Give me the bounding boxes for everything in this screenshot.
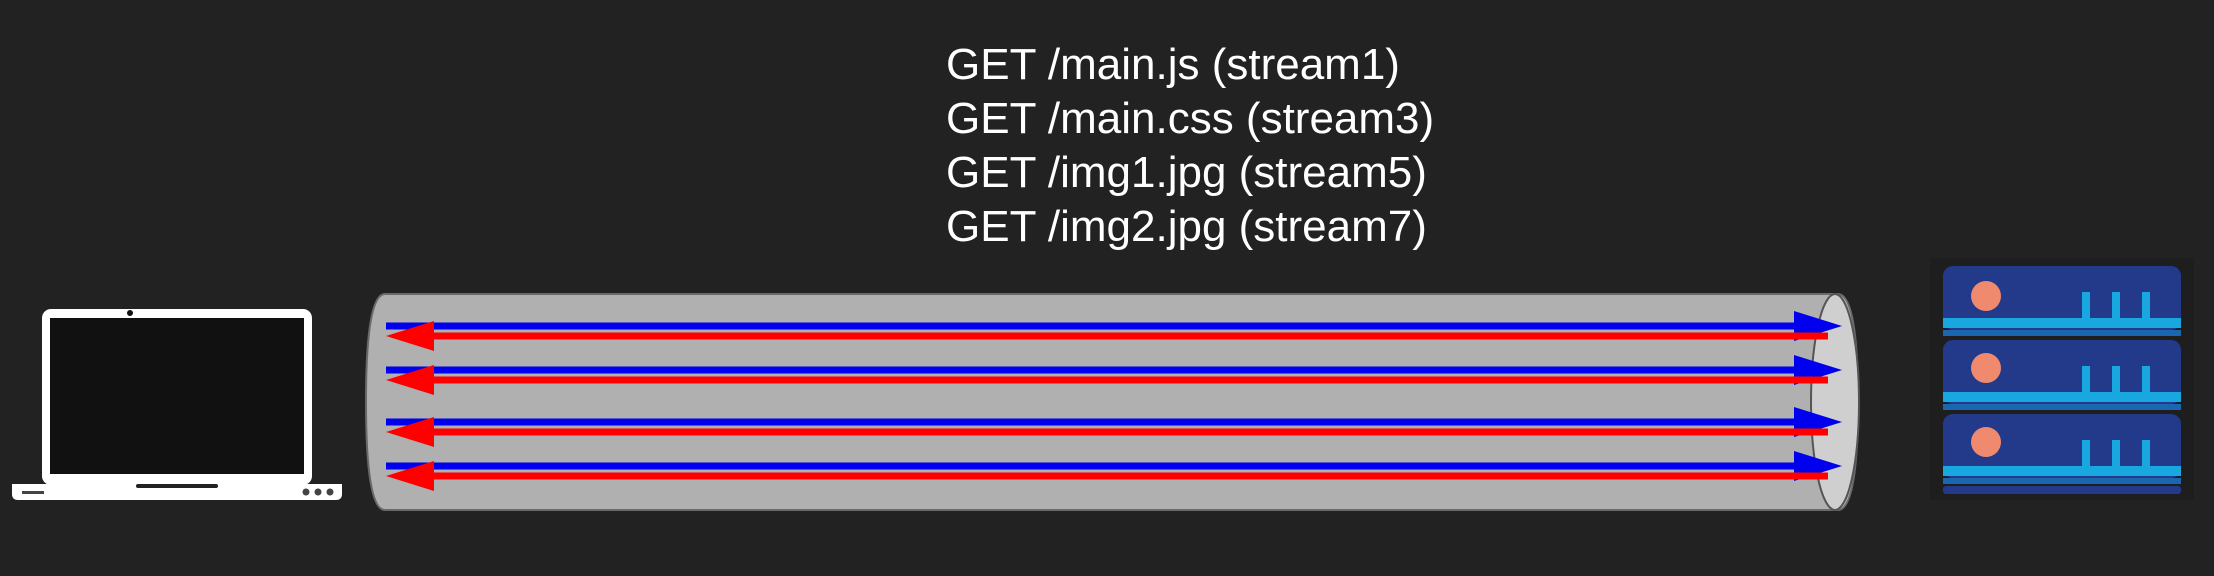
connection-pipe: [364, 293, 1860, 511]
request-line: GET /main.css (stream3): [946, 94, 1435, 143]
response-arrow-head: [386, 461, 434, 491]
response-arrow-head: [386, 365, 434, 395]
response-arrow-head: [386, 321, 434, 351]
server-unit: [1943, 340, 2181, 410]
response-arrow-head: [386, 417, 434, 447]
server-rack-icon: [1930, 258, 2194, 500]
pipe-end-cap: [1810, 293, 1860, 511]
request-list: GET /main.js (stream1) GET /main.css (st…: [946, 38, 1434, 254]
stream-arrows: [386, 311, 1842, 491]
request-line: GET /img2.jpg (stream7): [946, 202, 1427, 251]
server-unit: [1943, 266, 2181, 336]
request-line: GET /main.js (stream1): [946, 40, 1400, 89]
server-unit: [1943, 414, 2181, 484]
request-line: GET /img1.jpg (stream5): [946, 148, 1427, 197]
laptop-icon: [12, 309, 342, 500]
